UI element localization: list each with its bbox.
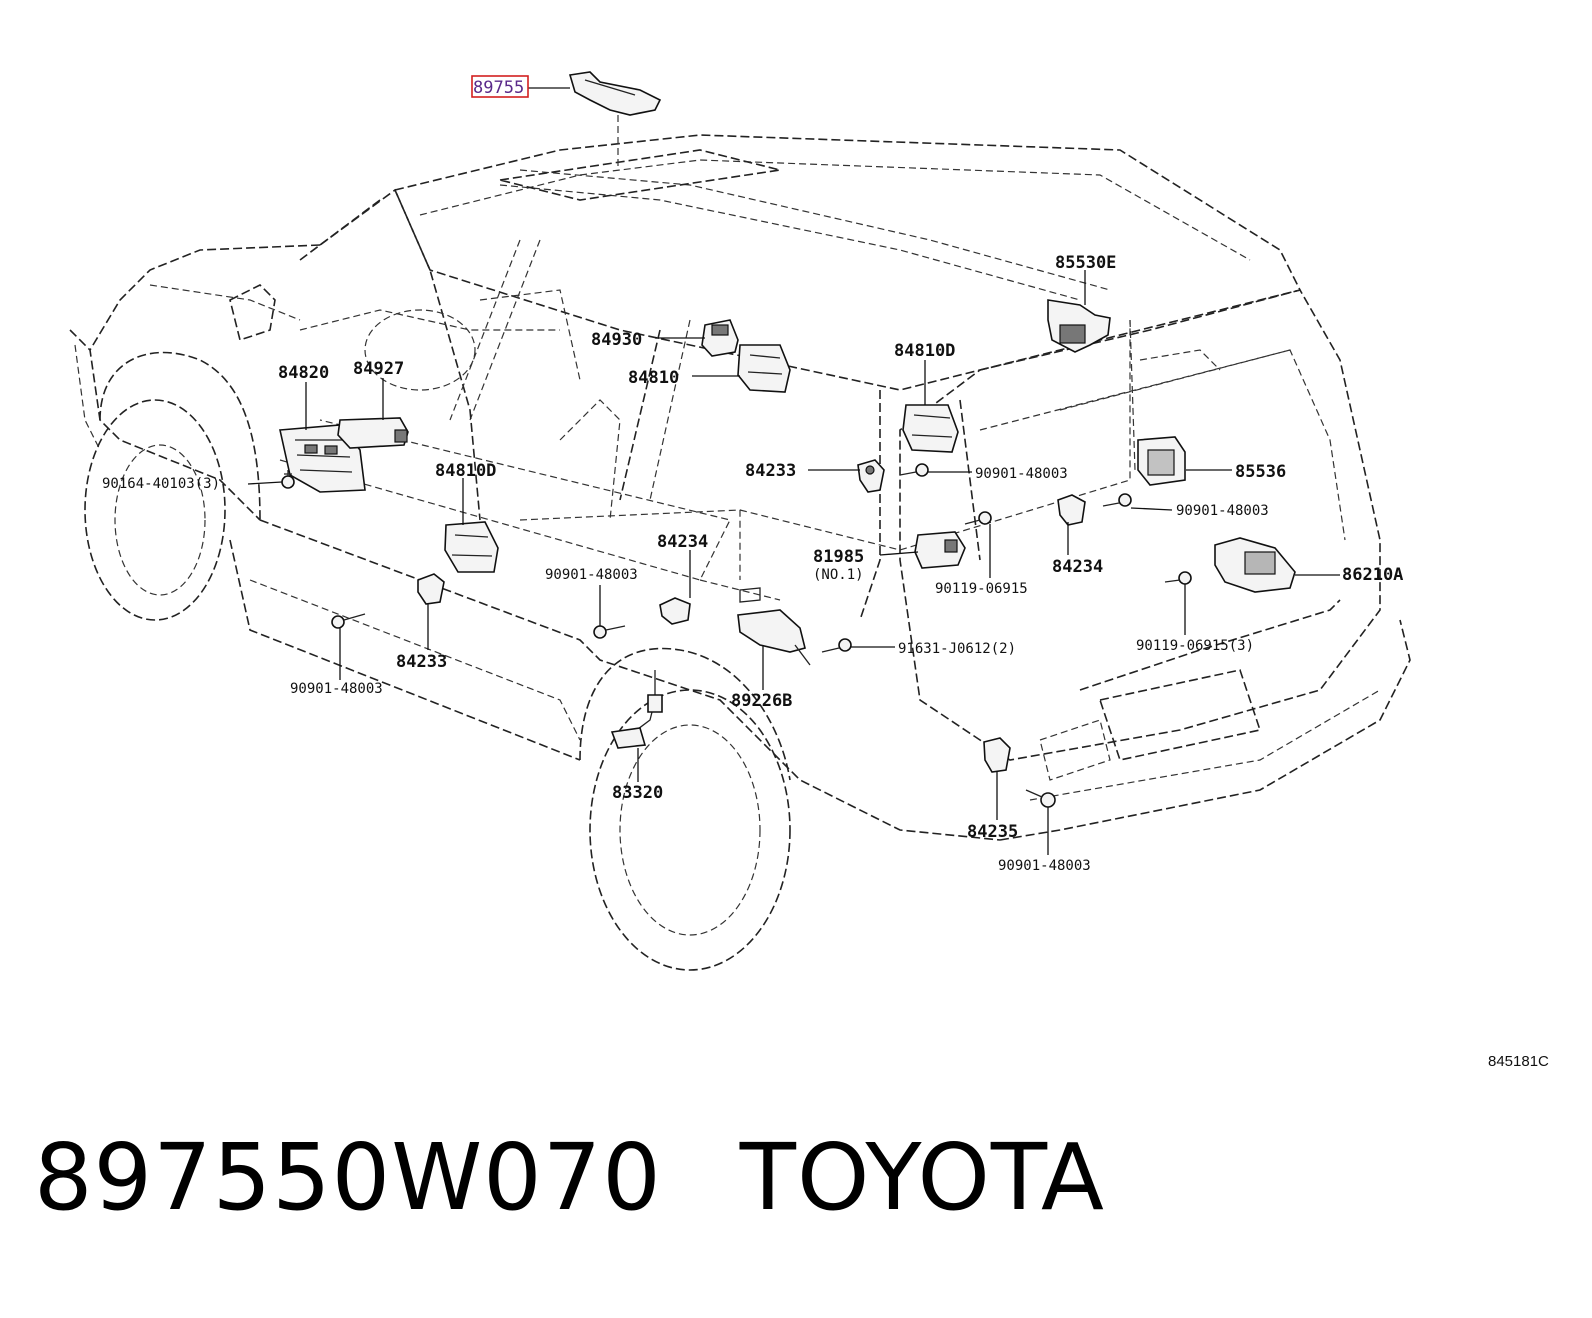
label-90901-48003-a[interactable]: 90901-48003 (975, 466, 1068, 482)
part-84233-lower-shape (417, 573, 445, 605)
leader-lines (247, 87, 1340, 855)
part-83320-shape (610, 670, 663, 749)
part-90901-bolt-b (1102, 493, 1132, 507)
label-84234-mid[interactable]: 84234 (657, 532, 708, 552)
part-81985-shape (914, 531, 966, 569)
label-90164-40103[interactable]: 90164-40103(3) (102, 476, 220, 492)
label-83320[interactable]: 83320 (612, 783, 663, 803)
label-81985[interactable]: 81985 (813, 547, 864, 567)
label-90119-06915-a[interactable]: 90119-06915 (935, 581, 1028, 597)
part-84233-upper-shape (857, 459, 885, 493)
label-91631-J0612[interactable]: 91631-J0612(2) (898, 641, 1016, 657)
label-89755[interactable]: 89755 (473, 78, 524, 98)
label-85530E[interactable]: 85530E (1055, 253, 1116, 273)
part-89226B-shape (737, 609, 811, 666)
part-85536-shape (1137, 436, 1186, 486)
part-91631-bolt (821, 638, 852, 653)
part-90901-bolt-e (1025, 789, 1056, 808)
label-89226B[interactable]: 89226B (731, 691, 792, 711)
part-84930-shape (701, 319, 739, 357)
label-90901-48003-e[interactable]: 90901-48003 (998, 858, 1091, 874)
label-90901-48003-d[interactable]: 90901-48003 (290, 681, 383, 697)
label-84235[interactable]: 84235 (967, 822, 1018, 842)
part-90901-bolt-c (593, 625, 626, 639)
label-84234-right[interactable]: 84234 (1052, 557, 1103, 577)
part-90901-bolt-a (899, 463, 929, 477)
part-84234-right-shape (1057, 494, 1086, 526)
label-84810D-mid[interactable]: 84810D (435, 461, 496, 481)
part-90901-bolt-d (331, 613, 366, 629)
part-84810D-mid-shape (444, 521, 499, 573)
part-84927-shape (337, 417, 409, 449)
label-84233-upper[interactable]: 84233 (745, 461, 796, 481)
parts (279, 71, 1296, 808)
highlight-box (471, 75, 529, 98)
part-86210A-shape (1214, 537, 1296, 593)
label-81985-sub: (NO.1) (813, 567, 864, 583)
label-90119-06915-b[interactable]: 90119-06915(3) (1136, 638, 1254, 654)
figure-code: 845181C (1488, 1053, 1549, 1070)
part-84235-shape (983, 737, 1011, 773)
part-90119-screw-a (964, 511, 992, 525)
label-90901-48003-c[interactable]: 90901-48003 (545, 567, 638, 583)
label-84930[interactable]: 84930 (591, 330, 642, 350)
label-86210A[interactable]: 86210A (1342, 565, 1403, 585)
label-84810D-top[interactable]: 84810D (894, 341, 955, 361)
part-84810D-top-shape (902, 404, 959, 453)
label-84820[interactable]: 84820 (278, 363, 329, 383)
part-84810-shape (737, 344, 791, 393)
part-85530E-shape (1047, 299, 1111, 353)
brand-name: TOYOTA (739, 1124, 1105, 1231)
part-84234-mid-shape (659, 597, 691, 625)
vehicle-outline (69, 134, 1411, 971)
label-84233-lower[interactable]: 84233 (396, 652, 447, 672)
part-number: 897550W070 (34, 1124, 662, 1231)
label-90901-48003-b[interactable]: 90901-48003 (1176, 503, 1269, 519)
label-84927[interactable]: 84927 (353, 359, 404, 379)
part-89755-shape (568, 71, 662, 170)
part-90119-screw-b (1164, 571, 1192, 585)
label-85536[interactable]: 85536 (1235, 462, 1286, 482)
part-labels: 89755 85530E 84930 84810 84810D 84820 84… (102, 75, 1549, 1070)
label-84810[interactable]: 84810 (628, 368, 679, 388)
